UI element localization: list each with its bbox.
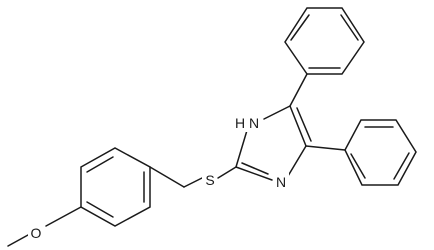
methoxy-methyl-bond — [7, 234, 29, 247]
methoxy-ring-bond — [45, 206, 82, 227]
atom-label-nitrogen-lower: N — [276, 174, 286, 190]
atom-label-hydrogen: H — [235, 115, 245, 131]
atom-nitrogen-lower: N — [273, 173, 289, 191]
phenyl-ring-lower — [305, 119, 417, 186]
atom-nh: H N — [232, 114, 262, 132]
atom-sulfur: S — [202, 170, 216, 188]
phenyl-ring-upper — [284, 7, 365, 107]
atom-label-oxygen: O — [31, 225, 42, 241]
atom-label-nitrogen-upper: N — [249, 115, 259, 131]
benzyl-ch2-bonds — [149, 166, 203, 188]
atom-oxygen: O — [28, 224, 44, 242]
atom-label-sulfur: S — [205, 172, 214, 188]
thioether-bond — [217, 166, 237, 179]
methoxyphenyl-ring — [80, 147, 151, 227]
imidazole-ring — [235, 105, 312, 181]
